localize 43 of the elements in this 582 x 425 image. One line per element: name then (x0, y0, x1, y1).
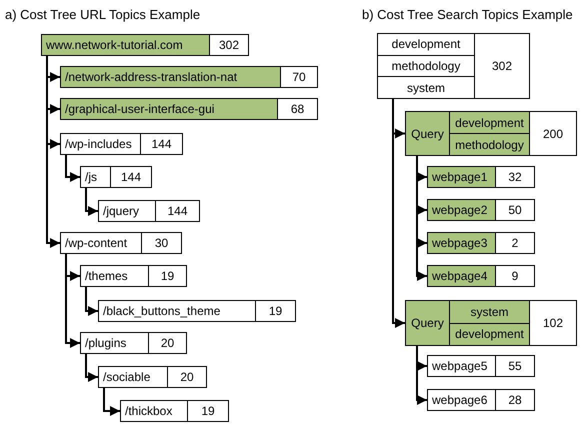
tree-node (427, 199, 535, 221)
panel-title: a) Cost Tree URL Topics Example (5, 6, 200, 24)
topic-label: development (450, 322, 529, 345)
panel-title: b) Cost Tree Search Topics Example (362, 6, 573, 24)
topic-label: webpage1 (428, 167, 496, 187)
arrow (65, 155, 80, 182)
topic-label: webpage2 (428, 200, 496, 220)
tree-node (427, 232, 535, 254)
tree-node (60, 98, 318, 120)
arrow (65, 254, 80, 348)
topic-label: system (450, 301, 529, 322)
tree-node (377, 33, 530, 99)
arrow (85, 354, 98, 382)
arrow (46, 56, 60, 248)
tree-node (98, 300, 296, 322)
query-label: Query (406, 301, 450, 345)
tree-node (427, 355, 535, 377)
topic-label: www.network-tutorial.com (42, 35, 210, 55)
arrow (85, 287, 98, 316)
tree-node (80, 265, 187, 287)
tree-node (80, 332, 187, 354)
tree-node (427, 166, 535, 188)
tree-node (405, 300, 577, 346)
arrow (85, 188, 98, 216)
topic-label: development (450, 112, 529, 133)
tree-node (60, 133, 183, 155)
tree-node (80, 166, 152, 188)
query-label: Query (406, 112, 450, 155)
tree-node (60, 66, 318, 88)
tree-node (427, 389, 535, 411)
topic-label: /network-address-translation-nat (61, 67, 281, 87)
tree-node (405, 111, 577, 156)
tree-node (41, 34, 249, 56)
topic-label: webpage4 (428, 266, 496, 286)
tree-node (60, 232, 182, 254)
arrow (103, 388, 120, 416)
topic-label: webpage3 (428, 233, 496, 253)
tree-node (427, 265, 535, 287)
topic-label: methodology (450, 133, 529, 155)
tree-node (98, 366, 207, 388)
tree-node (120, 400, 229, 422)
tree-node (98, 200, 200, 222)
topic-label: /graphical-user-interface-gui (61, 99, 278, 119)
